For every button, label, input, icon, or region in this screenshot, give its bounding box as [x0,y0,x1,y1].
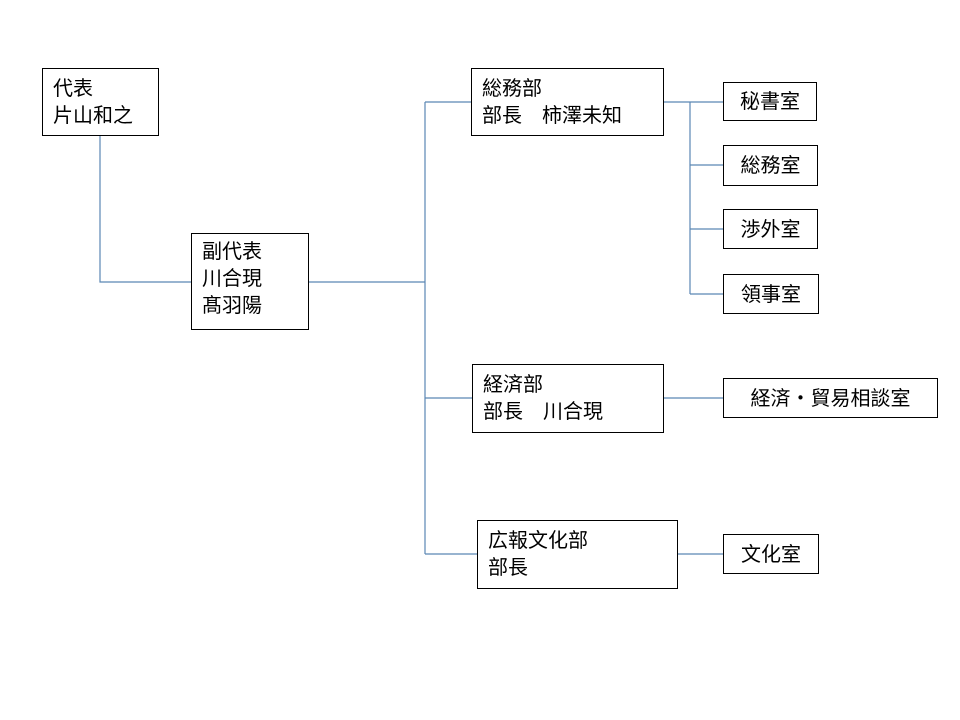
node-office: 渉外室 [723,209,818,249]
node-office: 領事室 [723,274,819,314]
node-department-somu: 総務部 部長 柿澤未知 [471,68,664,136]
node-deputy: 副代表 川合現 髙羽陽 [191,233,309,330]
node-department-keizai: 経済部 部長 川合現 [472,364,664,433]
connector-root-deputy [99,136,192,283]
node-office: 文化室 [723,534,819,574]
department-head: 部長 [488,555,528,579]
node-office: 経済・貿易相談室 [723,378,938,418]
node-office: 秘書室 [723,82,817,121]
node-office: 総務室 [723,145,818,186]
office-name: 領事室 [741,281,801,306]
office-name: 文化室 [741,541,801,566]
node-deputy-name-2: 髙羽陽 [202,293,262,317]
node-representative: 代表 片山和之 [42,68,159,136]
office-name: 経済・貿易相談室 [750,385,911,410]
office-name: 渉外室 [740,216,801,241]
office-name: 秘書室 [740,89,800,113]
department-head: 部長 柿澤未知 [482,103,622,127]
department-name: 広報文化部 [488,528,588,552]
department-head: 部長 川合現 [483,399,603,423]
department-name: 総務部 [482,76,542,100]
node-deputy-name-1: 川合現 [202,266,262,290]
node-representative-name: 片山和之 [53,103,133,127]
office-name: 総務室 [740,153,801,177]
node-deputy-title: 副代表 [202,239,262,263]
department-name: 経済部 [483,372,543,396]
node-department-koho: 広報文化部 部長 [477,520,678,589]
node-representative-title: 代表 [53,76,93,100]
